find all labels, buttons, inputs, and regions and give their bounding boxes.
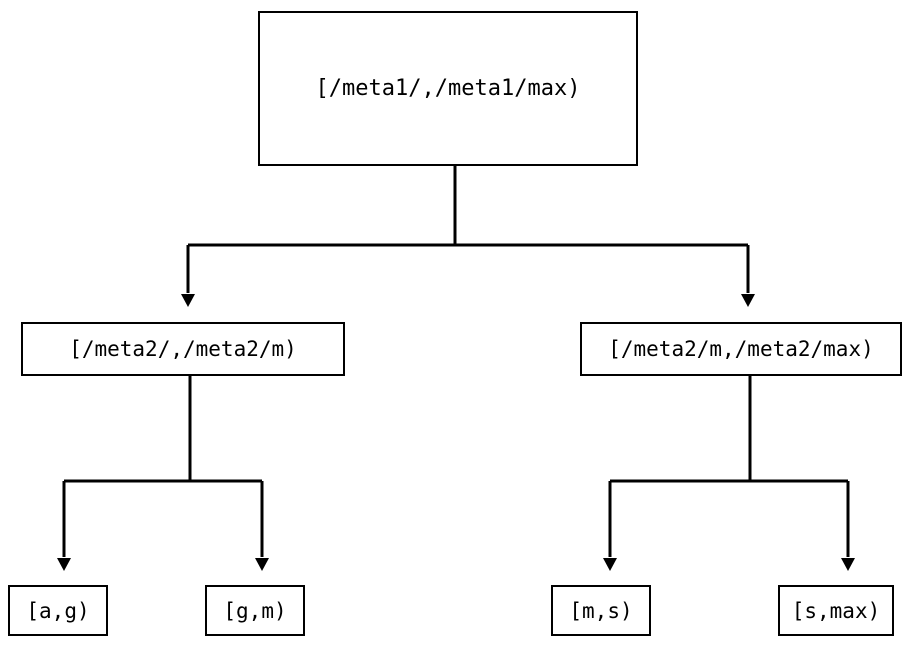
tree-node-leaf-smax[interactable]: [s,max) — [778, 585, 894, 636]
tree-node-leaf-ag-label: [a,g) — [26, 598, 90, 623]
tree-node-mid-left-label: [/meta2/,/meta2/m) — [69, 337, 297, 361]
arrowhead-icon-mid-right — [741, 294, 755, 307]
tree-node-leaf-ms[interactable]: [m,s) — [551, 585, 651, 636]
tree-node-leaf-ag[interactable]: [a,g) — [8, 585, 108, 636]
tree-node-mid-right[interactable]: [/meta2/m,/meta2/max) — [580, 322, 902, 376]
tree-node-mid-right-label: [/meta2/m,/meta2/max) — [608, 337, 874, 361]
arrowhead-icon-mid-left — [181, 294, 195, 307]
arrowhead-icon-leaf-ag — [57, 558, 71, 571]
tree-node-leaf-gm-label: [g,m) — [223, 598, 287, 623]
tree-node-mid-left[interactable]: [/meta2/,/meta2/m) — [21, 322, 345, 376]
arrowhead-icon-leaf-smax — [841, 558, 855, 571]
tree-node-root-label: [/meta1/,/meta1/max) — [315, 76, 581, 101]
arrowhead-icon-leaf-ms — [603, 558, 617, 571]
tree-node-leaf-smax-label: [s,max) — [791, 598, 881, 623]
arrowhead-icon-leaf-gm — [255, 558, 269, 571]
tree-node-leaf-gm[interactable]: [g,m) — [205, 585, 305, 636]
tree-node-leaf-ms-label: [m,s) — [569, 598, 633, 623]
tree-node-root[interactable]: [/meta1/,/meta1/max) — [258, 11, 638, 166]
